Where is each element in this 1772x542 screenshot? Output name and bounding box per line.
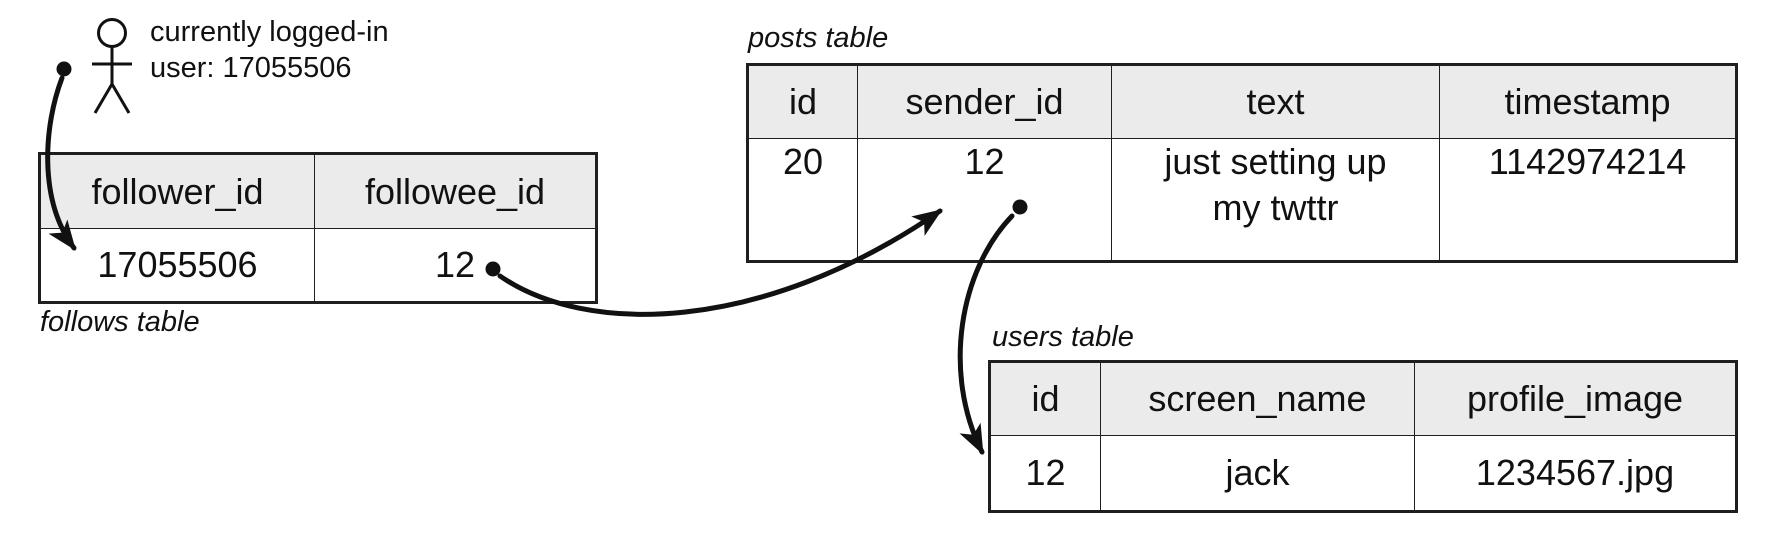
table-row: 17055506 12 — [39, 228, 597, 303]
follows-header-followee-id: followee_id — [314, 153, 597, 229]
posts-header-row: id sender_id text timestamp — [747, 64, 1737, 139]
users-table: id screen_name profile_image 12 jack 123… — [988, 360, 1738, 513]
posts-table: id sender_id text timestamp 20 12 just s… — [746, 63, 1738, 263]
posts-header-id: id — [747, 64, 858, 139]
users-header-id: id — [989, 361, 1101, 436]
follows-table: follower_id followee_id 17055506 12 — [38, 152, 598, 304]
logged-in-user-note: currently logged-in user: 17055506 — [150, 14, 389, 86]
table-row: 20 12 just setting up my twttr 114297421… — [747, 138, 1737, 262]
posts-cell-sender-id: 12 — [857, 138, 1112, 262]
users-header-screen-name: screen_name — [1100, 361, 1415, 436]
users-header-row: id screen_name profile_image — [989, 361, 1737, 436]
posts-header-text: text — [1111, 64, 1440, 139]
follows-header-follower-id: follower_id — [39, 153, 315, 229]
connector-dot-user — [56, 61, 72, 77]
posts-header-timestamp: timestamp — [1439, 64, 1737, 139]
follows-cell-follower-id: 17055506 — [39, 228, 315, 303]
posts-cell-id: 20 — [747, 138, 858, 262]
users-cell-profile-image: 1234567.jpg — [1414, 435, 1737, 512]
users-cell-screen-name: jack — [1100, 435, 1415, 512]
follows-table-caption: follows table — [40, 306, 200, 338]
logged-in-user-note-line2: user: 17055506 — [150, 52, 352, 84]
follows-header-row: follower_id followee_id — [39, 153, 597, 229]
posts-cell-text: just setting up my twttr — [1111, 138, 1440, 262]
users-table-caption: users table — [992, 321, 1134, 353]
posts-table-caption: posts table — [748, 22, 889, 54]
logged-in-user-note-line1: currently logged-in — [150, 16, 389, 48]
posts-header-sender-id: sender_id — [857, 64, 1112, 139]
follows-cell-followee-id: 12 — [314, 228, 597, 303]
users-header-profile-image: profile_image — [1414, 361, 1737, 436]
table-row: 12 jack 1234567.jpg — [989, 435, 1737, 512]
posts-cell-timestamp: 1142974214 — [1439, 138, 1737, 262]
users-cell-id: 12 — [989, 435, 1101, 512]
person-icon — [92, 18, 132, 114]
